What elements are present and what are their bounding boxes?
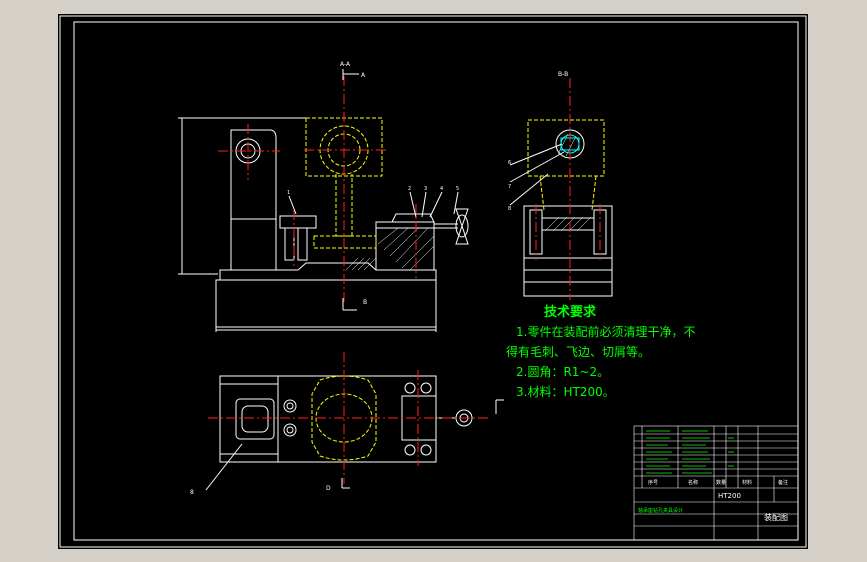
callout-3: 3 — [424, 186, 427, 192]
notes-line4: 3.材料：HT200。 — [516, 385, 615, 399]
side-hatch — [545, 133, 591, 231]
front-centerlines — [218, 76, 417, 304]
title-col-2: 名称 — [688, 479, 698, 486]
callout-2: 2 — [408, 186, 411, 192]
marker-d: D — [326, 485, 331, 492]
section-a-marker — [342, 69, 359, 311]
outer-frame — [59, 15, 807, 548]
cad-drawing: A-A A B 1 2 3 4 5 — [59, 15, 807, 548]
side-workpiece — [527, 119, 605, 211]
inner-frame — [73, 21, 799, 541]
section-d-marker — [341, 399, 504, 489]
marker-b-front: B — [363, 299, 367, 306]
marker-a-top: A — [361, 72, 366, 79]
callout-1: 1 — [287, 190, 290, 196]
section-aa-label: A-A — [340, 61, 351, 68]
callout-4: 4 — [440, 186, 443, 192]
title-part-name: 装配图 — [764, 512, 788, 522]
side-centerlines — [535, 78, 601, 300]
notes-title: 技术要求 — [544, 304, 597, 320]
technical-notes: 技术要求 1.零件在装配前必须清理干净，不 得有毛刺、飞边、切屑等。 2.圆角：… — [506, 304, 695, 399]
side-callout-leaders — [509, 143, 565, 206]
notes-line1: 1.零件在装配前必须清理干净，不 — [516, 324, 695, 339]
title-col-1: 序号 — [648, 479, 658, 486]
side-view — [523, 129, 613, 297]
title-col-4: 材料 — [742, 479, 752, 486]
callout-7: 7 — [508, 184, 511, 190]
section-bb-label: B-B — [558, 71, 568, 78]
title-col-3: 数量 — [716, 479, 726, 486]
title-block-green-text — [646, 430, 734, 474]
top-view — [205, 375, 473, 491]
front-callout-leaders — [288, 191, 459, 218]
front-hatch — [345, 227, 435, 271]
callout-6: 6 — [508, 160, 511, 166]
drawing-sheet: A-A A B 1 2 3 4 5 — [58, 14, 808, 549]
title-col-5: 备注 — [778, 479, 788, 486]
notes-line3: 2.圆角：R1~2。 — [516, 365, 609, 379]
top-centerlines — [208, 352, 488, 484]
title-block — [633, 425, 799, 541]
notes-line2: 得有毛刺、飞边、切屑等。 — [506, 344, 650, 359]
callout-5: 5 — [456, 186, 459, 192]
title-company: 轴承座钻孔夹具设计 — [638, 507, 683, 514]
title-material: HT200 — [718, 492, 741, 500]
callout-8-top: 8 — [190, 489, 194, 496]
callout-8-side: 8 — [508, 206, 511, 212]
